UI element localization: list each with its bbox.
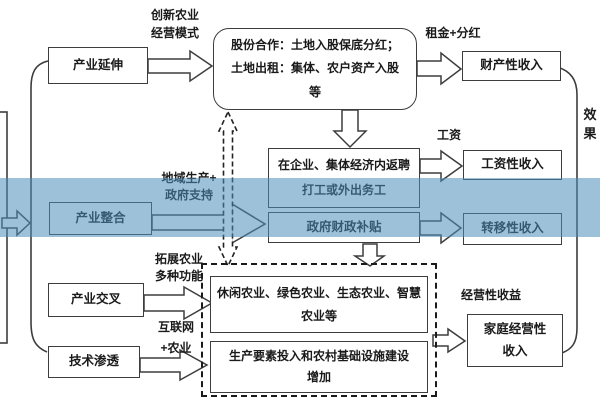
label-line: 效果 (583, 107, 597, 141)
label-line: 经营性收益 (460, 288, 521, 302)
label-expand-functions: 拓展农业 多种功能 (145, 251, 213, 285)
box-label: 政府财政补贴 (306, 219, 382, 234)
box-industry-extension: 产业延伸 (48, 47, 148, 84)
family-line2: 收入 (502, 343, 528, 358)
label-line: +农业 (160, 341, 192, 355)
label-line: 经营模式 (150, 26, 199, 40)
box-tech-penetration: 技术渗透 (48, 346, 140, 378)
arrow-penetration-to-production (139, 348, 209, 382)
arrow-share-to-property (416, 51, 463, 86)
box-employment: 在企业、集体经济内返聘 打工或外出务工 (268, 148, 420, 208)
box-label: 产业交叉 (70, 292, 121, 307)
box-share-cooperation: 股份合作：土地入股保底分红； 土地出租：集体、农户资产入股 等 (213, 28, 417, 110)
label-line: 拓展农业 (154, 252, 203, 266)
label-internet-agriculture: 互联网 +农业 (150, 317, 202, 359)
share-line1: 股份合作：土地入股保底分红； (230, 37, 399, 52)
arrow-integration-to-subsidy (151, 202, 267, 245)
arrow-dashed-to-family (432, 327, 467, 354)
label-wage: 工资 (432, 126, 466, 144)
box-label: 产业整合 (75, 210, 126, 225)
box-wage-income: 工资性收入 (463, 150, 562, 180)
arrow-subsidy-to-dashed (352, 243, 387, 267)
box-label: 转移性收入 (481, 221, 544, 236)
box-production-factors: 生产要素投入和农村基础设施建设 增加 (210, 341, 428, 393)
box-label: 财产性收入 (480, 58, 543, 73)
label-effect: 效果 (582, 106, 598, 144)
family-line1: 家庭经营性 (483, 321, 547, 336)
label-operating-gain: 经营性收益 (450, 286, 532, 304)
employment-line1: 在企业、集体经济内返聘 (277, 158, 410, 173)
label-line: 多种功能 (154, 268, 203, 283)
label-line: 创新农业 (150, 8, 199, 22)
label-line: 租金+分红 (425, 26, 481, 40)
dashed-new-agriculture-group (201, 263, 437, 397)
share-line2: 土地出租：集体、农户资产入股 (230, 61, 399, 76)
employment-line2: 打工或外出务工 (301, 182, 386, 197)
label-region-support: 地域生产+ 政府支持 (156, 170, 222, 204)
production-line1: 生产要素投入和农村基础设施建设 (228, 348, 409, 363)
arrow-subsidy-to-transfer (419, 211, 463, 245)
label-line: 工资 (436, 128, 461, 142)
box-label: 工资性收入 (481, 157, 544, 172)
label-rent-dividend: 租金+分红 (420, 24, 486, 42)
arrow-crossing-to-leisure (143, 285, 214, 321)
box-industry-integration: 产业整合 (49, 202, 152, 235)
label-innovate-mode: 创新农业 经营模式 (143, 6, 207, 42)
box-government-subsidy: 政府财政补贴 (268, 212, 420, 243)
box-family-operating-income: 家庭经营性 收入 (467, 314, 563, 367)
right-brace (556, 66, 578, 354)
box-property-income: 财产性收入 (462, 51, 561, 81)
box-label: 产业延伸 (72, 57, 123, 72)
label-line: 地域生产+ (161, 171, 217, 185)
label-line: 互联网 (157, 320, 194, 334)
box-label: 技术渗透 (68, 354, 119, 369)
left-brace (30, 60, 49, 353)
box-industry-crossing: 产业交叉 (48, 283, 144, 317)
box-leisure-agriculture: 休闲农业、绿色农业、生态农业、智慧农业等 (210, 276, 428, 333)
box-transfer-income: 转移性收入 (463, 213, 562, 245)
share-line3: 等 (308, 84, 321, 99)
arrow-employment-to-wage (419, 149, 464, 183)
arrow-share-to-employment (332, 109, 368, 149)
label-line: 政府支持 (164, 187, 213, 202)
production-line2: 增加 (306, 370, 331, 385)
arrow-extension-to-share (147, 49, 214, 83)
box-label: 休闲农业、绿色农业、生态农业、智慧农业等 (217, 285, 422, 323)
